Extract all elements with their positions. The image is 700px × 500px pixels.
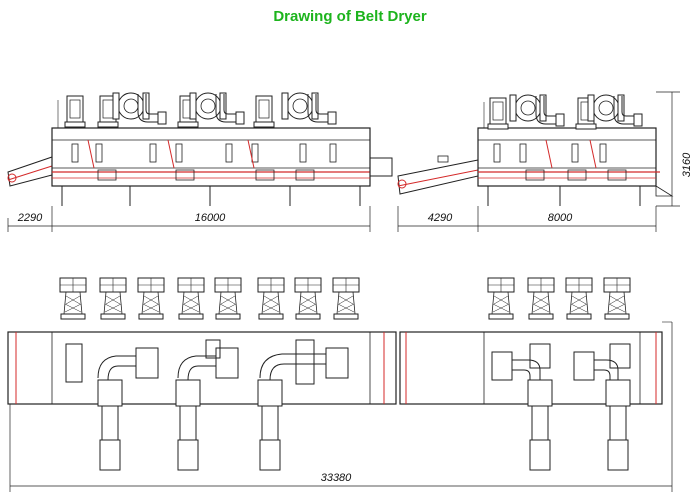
dim-right-body: 8000 <box>548 212 573 224</box>
elevation-view <box>7 91 680 207</box>
page-title: Drawing of Belt Dryer <box>273 8 427 25</box>
dim-right-end: 4290 <box>428 212 453 224</box>
dim-total: 33380 <box>321 472 352 484</box>
plan-view <box>7 277 672 471</box>
dim-left-body: 16000 <box>195 212 226 224</box>
plan-dimension <box>9 322 673 492</box>
left-dryer-body <box>51 127 371 187</box>
dim-height: 3160 <box>681 152 693 177</box>
dim-left-end: 2290 <box>17 212 43 224</box>
right-feed-conveyor <box>397 159 479 195</box>
elevation-dimensions <box>7 206 657 232</box>
right-dryer-body <box>477 127 657 187</box>
left-plan-body <box>7 331 397 405</box>
